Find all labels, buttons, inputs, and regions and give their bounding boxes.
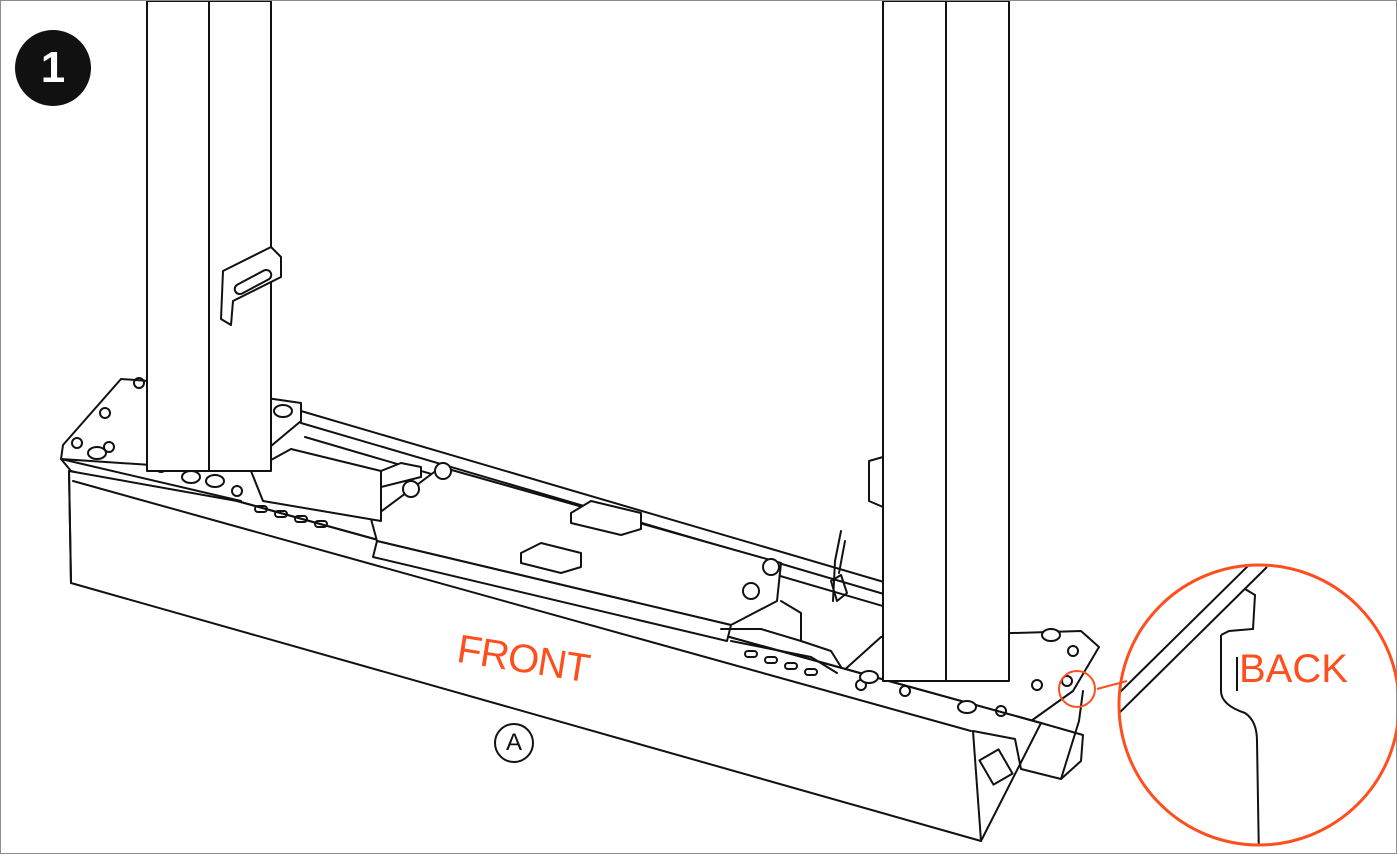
back-label: BACK xyxy=(1239,647,1348,691)
cables xyxy=(720,530,842,674)
step-number-badge: 1 xyxy=(15,30,91,106)
beam-slots xyxy=(254,505,818,676)
motor-housing xyxy=(250,448,422,522)
right-leg xyxy=(868,1,1010,682)
control-box xyxy=(370,462,782,642)
bolt-heads xyxy=(87,404,1061,714)
part-a-callout: A xyxy=(494,723,534,763)
beam-end-profile xyxy=(972,690,1084,786)
back-detail-callout xyxy=(1058,563,1397,847)
left-leg xyxy=(146,1,282,472)
cable-tie xyxy=(830,540,848,602)
